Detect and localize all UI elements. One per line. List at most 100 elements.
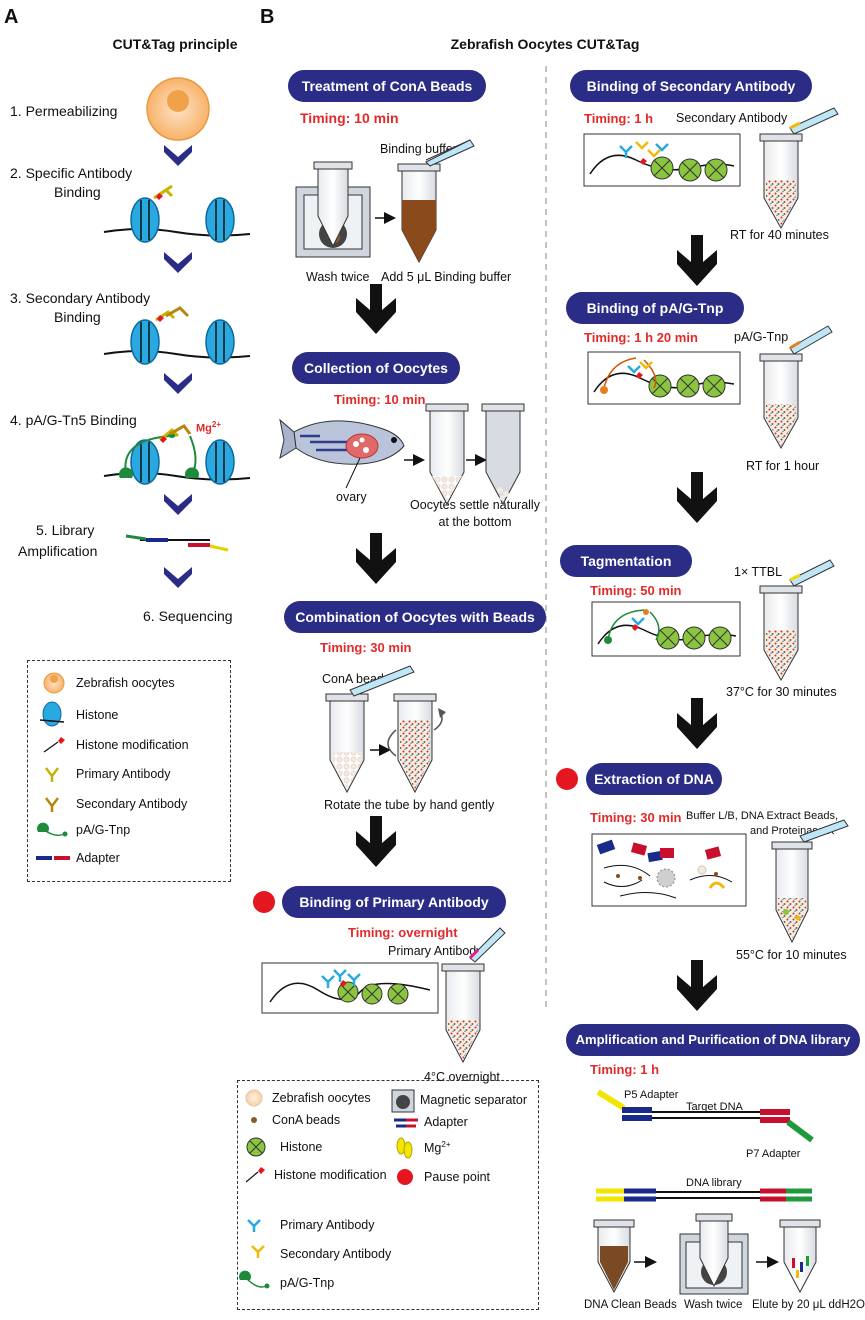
tube-secondary <box>759 107 839 230</box>
legend-b-adapter: Adapter <box>424 1115 468 1129</box>
label-buffer-lb: Buffer L/B, DNA Extract Beads, <box>686 810 839 822</box>
label-clean-beads: DNA Clean Beads <box>584 1299 677 1311</box>
step-a-3: 3. Secondary Antibody <box>10 290 151 306</box>
legend-a-primary: Primary Antibody <box>76 767 171 781</box>
pause-point-primary <box>253 891 275 913</box>
chromatin-secondary <box>589 141 735 182</box>
magnetic-separator-2 <box>679 1213 749 1295</box>
tube-oocytes-2 <box>481 403 525 506</box>
timing-tagmentation: Timing: 50 min <box>590 583 682 598</box>
step-a-6: 6. Sequencing <box>143 608 233 624</box>
timing-tnp: Timing: 1 h 20 min <box>584 330 698 345</box>
label-55c: 55°C for 10 minutes <box>736 948 847 962</box>
panel-a-letter: A <box>4 6 19 28</box>
zebrafish-icon <box>279 418 405 489</box>
adapter-target-dna <box>596 1089 814 1143</box>
chromatin-tnp <box>593 357 735 398</box>
legend-b-separator: Magnetic separator <box>420 1093 528 1107</box>
label-primary-antibody: Primary Antibody <box>388 944 483 958</box>
dna-library <box>596 1188 812 1202</box>
oocyte-icon <box>146 77 210 141</box>
legend-a-oocytes: Zebrafish oocytes <box>76 676 175 690</box>
pill-conA: Treatment of ConA Beads <box>288 70 486 102</box>
panel-a-title: CUT&Tag principle <box>112 36 238 52</box>
step-a-5: 5. Library <box>36 522 95 538</box>
tube-binding-buffer <box>397 139 475 264</box>
legend-b-tnp: pA/G-Tnp <box>280 1276 335 1290</box>
label-rotate: Rotate the tube by hand gently <box>324 798 495 812</box>
legend-b-mg: Mg2+ <box>424 1140 451 1156</box>
label-target-dna: Target DNA <box>686 1101 743 1113</box>
label-ttbl: 1× TTBL <box>734 565 783 579</box>
tube-clean-beads <box>593 1219 635 1294</box>
step-a-3b: Binding <box>54 309 101 325</box>
panel-b-title: Zebrafish Oocytes CUT&Tag <box>450 36 640 52</box>
legend-b-pause: Pause point <box>424 1170 491 1184</box>
timing-extraction: Timing: 30 min <box>590 810 682 825</box>
label-p7: P7 Adapter <box>746 1148 801 1160</box>
step-a-2b: Binding <box>54 184 101 200</box>
label-secondary-antibody: Secondary Antibody <box>676 111 788 125</box>
label-wash-twice-2: Wash twice <box>684 1299 743 1311</box>
tube-primary <box>441 927 506 1064</box>
legend-a-histone: Histone <box>76 708 119 722</box>
nucleosome-step2 <box>103 184 251 243</box>
tube-tnp <box>759 325 833 450</box>
mg-label: Mg2+ <box>196 420 222 435</box>
pill-primary: Binding of Primary Antibody <box>282 886 506 918</box>
label-dna-library: DNA library <box>686 1177 742 1189</box>
pill-secondary: Binding of Secondary Antibody <box>570 70 812 102</box>
label-wash-twice: Wash twice <box>306 270 370 284</box>
label-p5: P5 Adapter <box>624 1089 679 1101</box>
chromatin-primary <box>269 969 431 1005</box>
panel-b-letter: B <box>260 6 275 28</box>
label-settle-1: Oocytes settle naturally <box>410 498 540 512</box>
legend-b-histone: Histone <box>280 1140 323 1154</box>
legend-b-modification: Histone modification <box>274 1168 387 1182</box>
step-a-2: 2. Specific Antibody <box>10 165 133 181</box>
timing-conA: Timing: 10 min <box>300 110 399 126</box>
legend-b-secondary: Secondary Antibody <box>280 1247 392 1261</box>
pill-tnp: Binding of pA/G-Tnp <box>566 292 744 324</box>
nucleosome-step3 <box>103 306 251 365</box>
timing-secondary: Timing: 1 h <box>584 111 654 126</box>
label-settle-2: at the bottom <box>438 515 512 529</box>
pause-point-extraction <box>556 768 578 790</box>
tube-tagmentation <box>759 559 835 682</box>
label-ovary: ovary <box>336 490 367 504</box>
legend-a-icons <box>36 672 70 860</box>
legend-b <box>237 1080 539 1310</box>
black-down-arrows <box>356 235 717 1011</box>
pill-amplification: Amplification and Purification of DNA li… <box>566 1024 860 1056</box>
tube-extraction <box>771 819 849 944</box>
label-tnp: pA/G-Tnp <box>734 330 789 344</box>
legend-a-tnp: pA/G-Tnp <box>76 823 131 837</box>
tube-combination-2 <box>387 693 446 794</box>
legend-b-beads: ConA beads <box>272 1113 341 1127</box>
library-fragment <box>125 534 229 552</box>
label-rt-40: RT for 40 minutes <box>730 228 829 242</box>
chromatin-tagmentation <box>597 609 737 650</box>
step-a-4: 4. pA/G-Tn5 Binding <box>10 412 137 428</box>
timing-primary: Timing: overnight <box>348 925 458 940</box>
label-37c: 37°C for 30 minutes <box>726 685 837 699</box>
pill-combination: Combination of Oocytes with Beads <box>284 601 546 633</box>
fragments-extraction <box>596 839 733 899</box>
tube-oocytes-1 <box>425 403 469 506</box>
legend-b-icons <box>239 1089 418 1289</box>
pill-tagmentation: Tagmentation <box>560 545 692 577</box>
legend-b-oocytes: Zebrafish oocytes <box>272 1091 371 1105</box>
label-elute: Elute by 20 μL ddH2O <box>752 1299 865 1311</box>
pill-collection: Collection of Oocytes <box>292 352 460 384</box>
step-a-1: 1. Permeabilizing <box>10 103 118 119</box>
timing-combination: Timing: 30 min <box>320 640 412 655</box>
blue-down-arrows <box>164 145 192 588</box>
pill-extraction: Extraction of DNA <box>586 763 722 795</box>
tube-combination-1 <box>325 665 415 794</box>
legend-a-adapter: Adapter <box>76 851 120 865</box>
label-add-buffer: Add 5 μL Binding buffer <box>381 270 512 284</box>
step-a-5b: Amplification <box>18 543 98 559</box>
